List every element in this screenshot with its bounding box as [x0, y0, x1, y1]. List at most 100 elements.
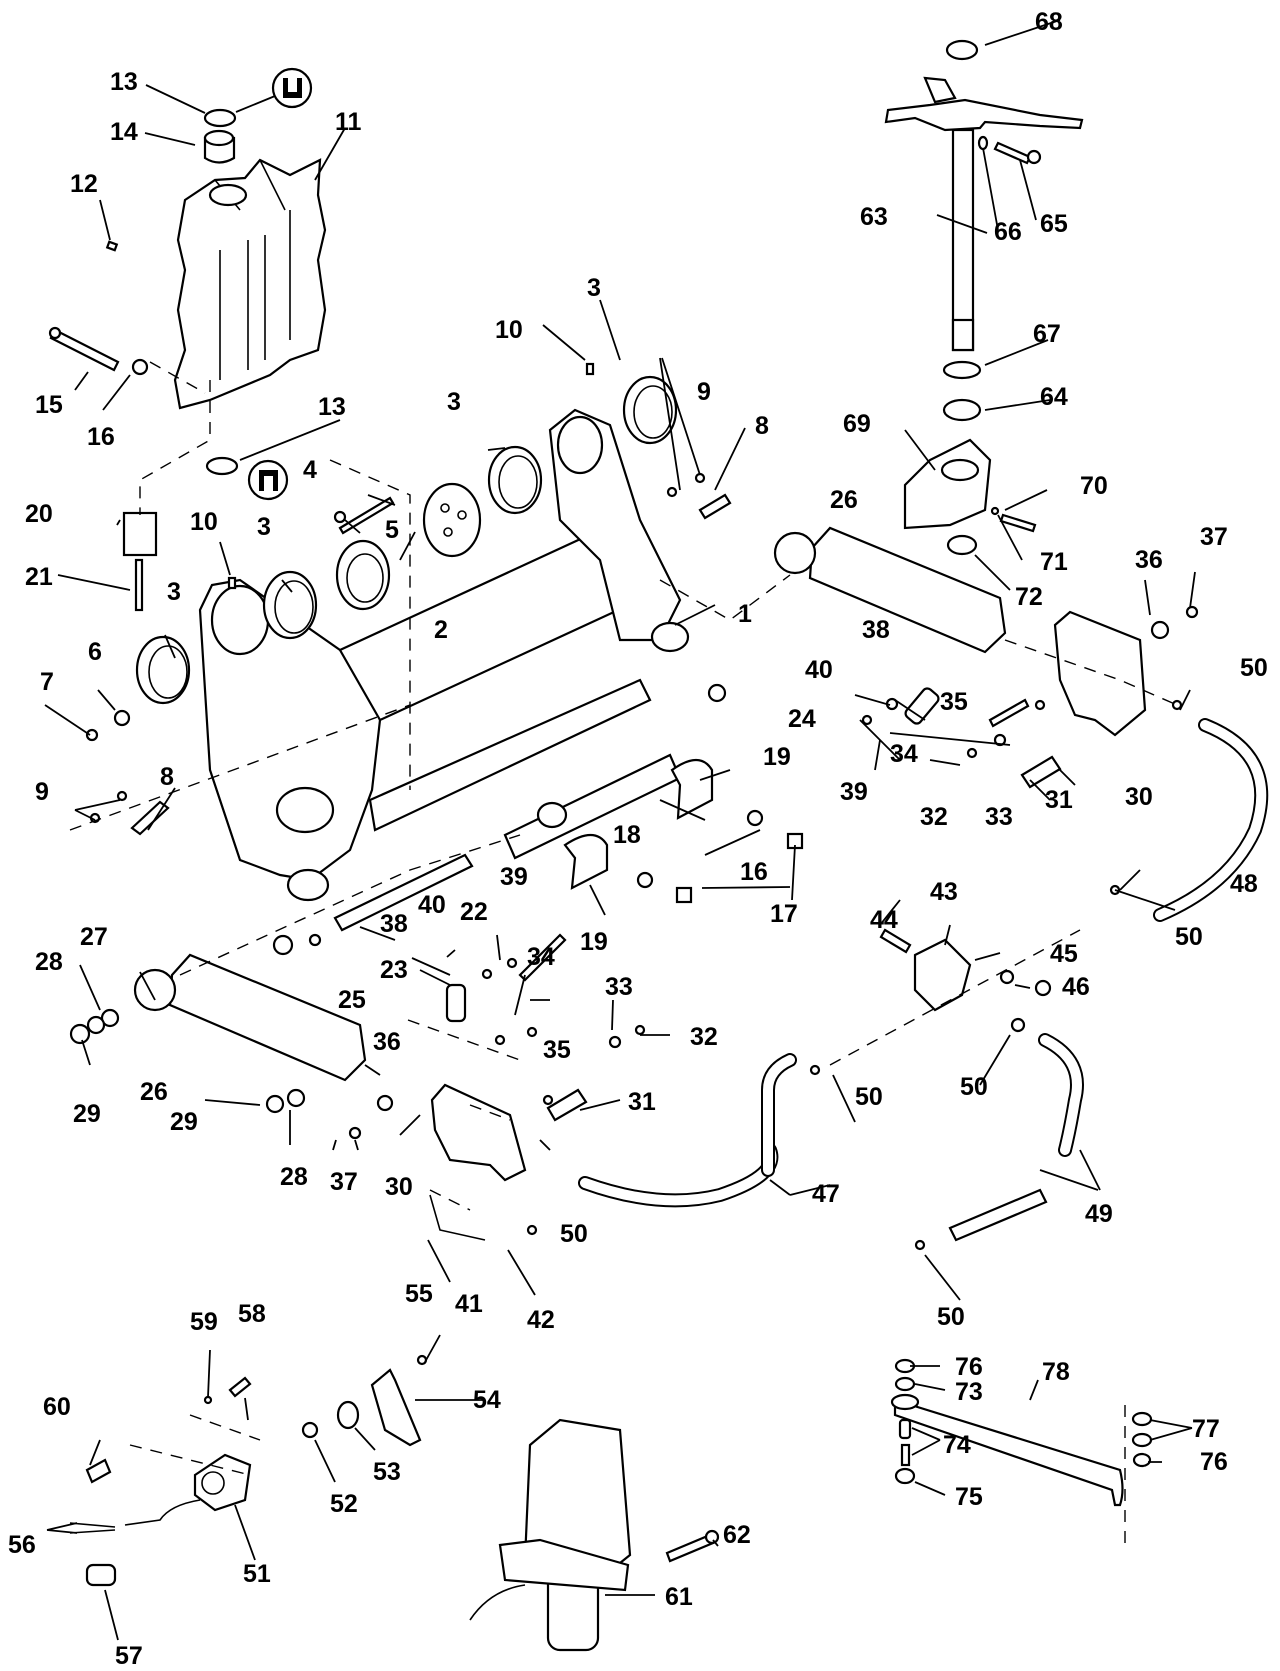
callout-37: 37	[1200, 523, 1228, 551]
callout-38: 38	[862, 616, 890, 644]
part-2-bearing-b	[422, 482, 482, 558]
callout-31: 31	[628, 1088, 656, 1116]
part-3-bushing-a	[135, 635, 191, 705]
part-22-rod	[333, 853, 474, 932]
callout-4: 4	[303, 456, 317, 484]
callout-74: 74	[943, 1431, 971, 1459]
callout-9: 9	[35, 778, 49, 806]
callout-23: 23	[380, 956, 408, 984]
callout-32: 32	[690, 1023, 718, 1051]
callout-65: 65	[1040, 210, 1068, 238]
part-17-nut	[675, 832, 804, 904]
part-30-bracket-right	[1053, 610, 1147, 737]
part-26-cylinder-left	[133, 953, 367, 1082]
callout-69: 69	[843, 410, 871, 438]
part-24-nut	[707, 683, 727, 703]
part-54-lever	[370, 1368, 422, 1447]
callout-9: 9	[697, 378, 711, 406]
part-16-washer-top	[131, 358, 149, 376]
callout-31: 31	[1045, 786, 1073, 814]
part-70-71-hardware	[990, 506, 1037, 533]
callout-57: 57	[115, 1642, 143, 1670]
callout-46: 46	[1062, 973, 1090, 1001]
part-50-orings	[542, 699, 1183, 1251]
part-20-block	[122, 511, 158, 557]
part-3-bushing-c	[487, 445, 543, 515]
callout-13: 13	[318, 393, 346, 421]
callout-47: 47	[812, 1180, 840, 1208]
part-69-housing	[903, 438, 992, 530]
part-64-bearing	[942, 398, 982, 422]
callout-35: 35	[940, 688, 968, 716]
callout-77: 77	[1192, 1415, 1220, 1443]
part-7-nut	[85, 728, 99, 742]
part-1-swivel-bracket	[198, 408, 690, 902]
lip-seal-icon	[247, 459, 289, 501]
part-53-disc	[336, 1400, 360, 1430]
part-4-bolt	[338, 496, 395, 535]
callout-labels: 13 14 11 12 15 16 13 10 3 9 8 3 4 5 20 2…	[8, 8, 1268, 1670]
lip-seal-icon	[271, 67, 313, 109]
part-3-bushing-d	[622, 375, 678, 445]
callout-26: 26	[140, 1078, 168, 1106]
callout-19: 19	[763, 743, 791, 771]
callout-50: 50	[1240, 654, 1268, 682]
part-30-bracket-left	[430, 1083, 527, 1182]
callout-68: 68	[1035, 8, 1063, 36]
callout-76: 76	[1200, 1448, 1228, 1476]
part-49-hose	[948, 1033, 1084, 1242]
callout-16: 16	[740, 858, 768, 886]
callout-50: 50	[855, 1083, 883, 1111]
callout-49: 49	[1085, 1200, 1113, 1228]
part-13-seal-mid	[205, 456, 239, 476]
part-66-washer	[977, 135, 989, 151]
callout-62: 62	[723, 1521, 751, 1549]
part-72-seal	[946, 534, 978, 556]
callout-7: 7	[40, 668, 54, 696]
callout-52: 52	[330, 1490, 358, 1518]
callout-58: 58	[238, 1300, 266, 1328]
callout-53: 53	[373, 1458, 401, 1486]
part-12-fitting	[105, 240, 119, 252]
callout-64: 64	[1040, 383, 1068, 411]
callout-26: 26	[830, 486, 858, 514]
callout-36: 36	[1135, 546, 1163, 574]
part-3-bushing-b	[262, 570, 318, 640]
callout-76: 76	[955, 1353, 983, 1381]
part-5-washer	[333, 510, 347, 524]
part-19-clamp-b	[563, 833, 609, 890]
callout-44: 44	[870, 906, 898, 934]
part-21-screw	[134, 558, 144, 612]
callout-10: 10	[190, 508, 218, 536]
callout-71: 71	[1040, 548, 1068, 576]
callout-43: 43	[930, 878, 958, 906]
callout-3: 3	[447, 388, 461, 416]
callout-28: 28	[35, 948, 63, 976]
part-23-washer	[308, 933, 322, 947]
callout-21: 21	[25, 563, 53, 591]
callout-28: 28	[280, 1163, 308, 1191]
callout-29: 29	[170, 1108, 198, 1136]
callout-3: 3	[167, 578, 181, 606]
callout-42: 42	[527, 1306, 555, 1334]
part-43-valve	[913, 938, 972, 1012]
callout-22: 22	[460, 898, 488, 926]
callout-39: 39	[500, 863, 528, 891]
callout-37: 37	[330, 1168, 358, 1196]
leader-lines	[44, 19, 1196, 1641]
callout-33: 33	[605, 973, 633, 1001]
part-60-spacer	[85, 1458, 112, 1484]
callout-73: 73	[955, 1378, 983, 1406]
part-6-washer	[113, 709, 131, 727]
callout-33: 33	[985, 803, 1013, 831]
part-13-seal-top	[203, 108, 237, 128]
part-65-bolt	[993, 141, 1042, 165]
callout-36: 36	[373, 1028, 401, 1056]
callout-11: 11	[335, 108, 362, 136]
callout-48: 48	[1230, 870, 1258, 898]
part-73-76-77-washers	[894, 1358, 1153, 1468]
callout-55: 55	[405, 1280, 433, 1308]
part-74-75-hardware	[894, 1418, 916, 1485]
callout-6: 6	[88, 638, 102, 666]
callout-45: 45	[1050, 940, 1078, 968]
